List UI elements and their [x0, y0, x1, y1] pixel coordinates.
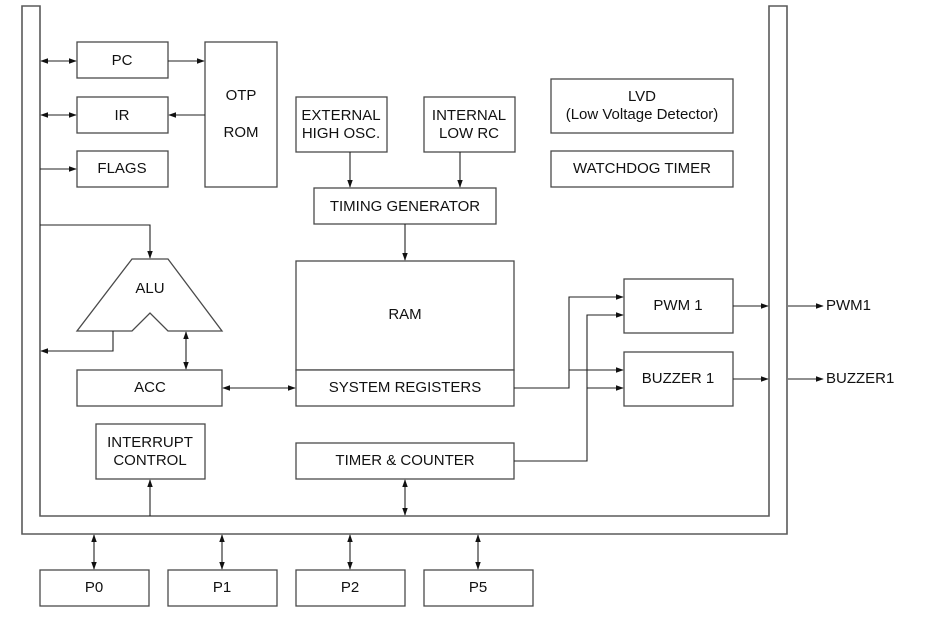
p0-label: P0: [85, 579, 103, 596]
buzzer1-label: BUZZER 1: [642, 370, 715, 387]
port-p2-block: P2: [295, 569, 406, 607]
system-registers-block: SYSTEM REGISTERS: [295, 369, 515, 407]
flags-block: FLAGS: [76, 150, 169, 188]
sys-regs-label: SYSTEM REGISTERS: [329, 379, 482, 396]
timer-counter-label: TIMER & COUNTER: [335, 452, 474, 469]
interrupt-line2: CONTROL: [113, 452, 186, 469]
wire-sysregs-pwm: [514, 294, 624, 389]
pc-block: PC: [76, 41, 169, 79]
timing-generator-block: TIMING GENERATOR: [313, 187, 497, 225]
timing-gen-label: TIMING GENERATOR: [330, 198, 480, 215]
buzzer1-block: BUZZER 1: [623, 351, 734, 407]
external-osc-block: EXTERNAL HIGH OSC.: [295, 96, 388, 153]
int-rc-line1: INTERNAL: [432, 107, 506, 124]
interrupt-control-block: INTERRUPT CONTROL: [95, 423, 206, 480]
internal-rc-block: INTERNAL LOW RC: [423, 96, 516, 153]
alu-label: ALU: [135, 280, 164, 297]
port-p0-block: P0: [39, 569, 150, 607]
rom-label: ROM: [224, 124, 259, 141]
ir-block: IR: [76, 96, 169, 134]
wire-bus-alu: [40, 224, 153, 259]
p2-label: P2: [341, 579, 359, 596]
bus-outer: [21, 5, 788, 535]
watchdog-block: WATCHDOG TIMER: [550, 150, 734, 188]
ram-block: RAM: [295, 260, 515, 371]
flags-label: FLAGS: [97, 160, 146, 177]
ext-osc-line1: EXTERNAL: [301, 107, 380, 124]
port-p5-block: P5: [423, 569, 534, 607]
pwm1-label: PWM 1: [653, 297, 702, 314]
timer-counter-block: TIMER & COUNTER: [295, 442, 515, 480]
int-rc-line2: LOW RC: [439, 125, 499, 142]
lvd-line1: LVD: [628, 88, 656, 105]
ram-label: RAM: [388, 306, 421, 323]
otp-label: OTP: [226, 87, 257, 104]
otp-rom-block: OTP ROM: [204, 41, 278, 188]
output-pwm1-label: PWM1: [826, 297, 871, 314]
output-buzzer1-label: BUZZER1: [826, 370, 894, 387]
port-p1-block: P1: [167, 569, 278, 607]
acc-block: ACC: [76, 369, 223, 407]
connections: [40, 58, 824, 570]
lvd-block: LVD (Low Voltage Detector): [550, 78, 734, 134]
pwm1-block: PWM 1: [623, 278, 734, 334]
watchdog-label: WATCHDOG TIMER: [573, 160, 711, 177]
alu-block: ALU: [75, 258, 224, 332]
acc-label: ACC: [134, 379, 166, 396]
p1-label: P1: [213, 579, 231, 596]
pc-label: PC: [112, 52, 133, 69]
interrupt-line1: INTERRUPT: [107, 434, 193, 451]
ir-label: IR: [115, 107, 130, 124]
p5-label: P5: [469, 579, 487, 596]
lvd-line2: (Low Voltage Detector): [566, 106, 719, 123]
wire-alu-bus: [40, 331, 114, 354]
ext-osc-line2: HIGH OSC.: [302, 125, 380, 142]
